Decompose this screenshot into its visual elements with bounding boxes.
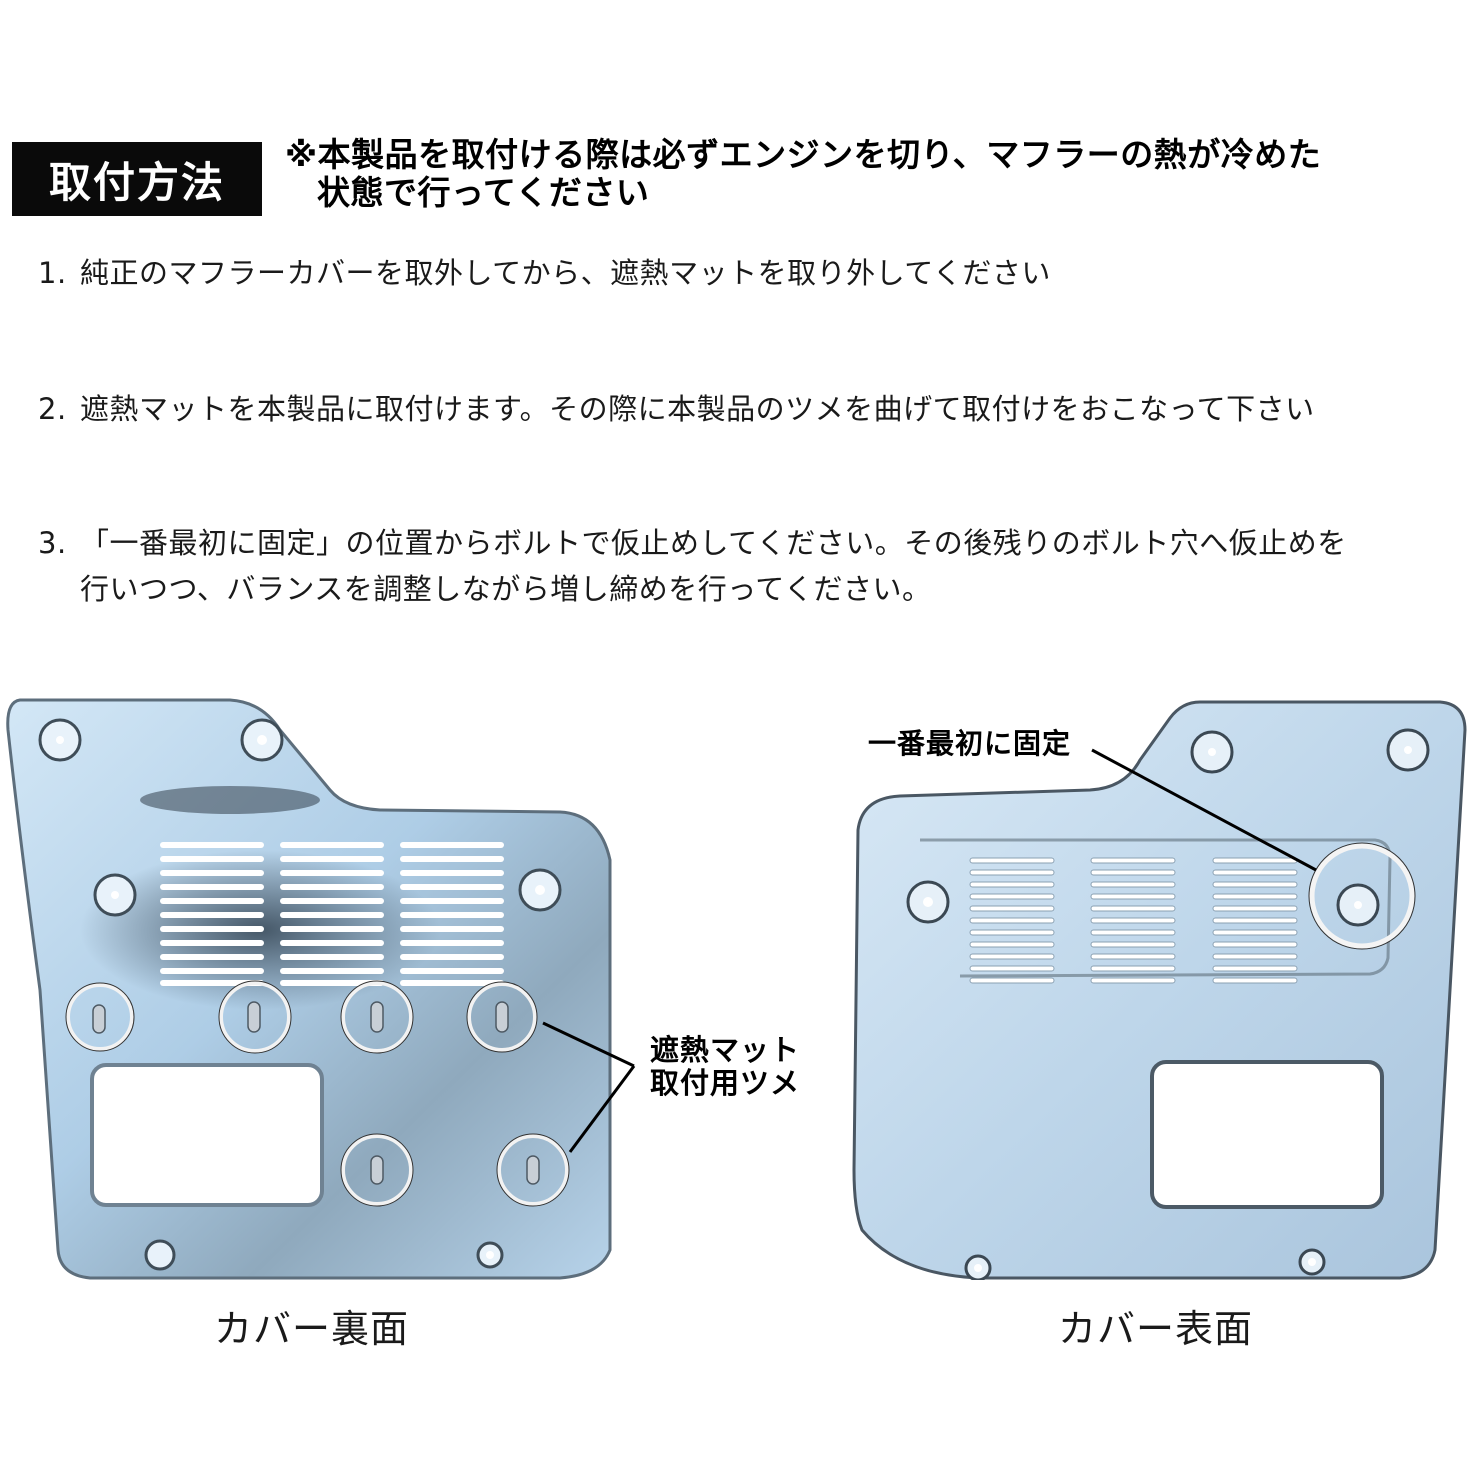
cover-back-photo: [0, 690, 640, 1280]
step-number: 1.: [38, 256, 67, 290]
step-text: 遮熱マットを本製品に取付けます。その際に本製品のツメを曲げて取付けをおこなって下…: [80, 392, 1315, 426]
callout-first-fix-label: 一番最初に固定: [868, 727, 1072, 760]
step-text-line-1: 「一番最初に固定」の位置からボルトで仮止めしてください。その後残りのボルト穴へ仮…: [80, 526, 1347, 560]
step-text-line-2: 行いつつ、バランスを調整しながら増し締めを行ってください。: [80, 572, 932, 606]
step-3: 3. 「一番最初に固定」の位置からボルトで仮止めしてください。その後残りのボルト穴…: [38, 520, 1468, 612]
section-title-badge: 取付方法: [12, 142, 262, 216]
warning-note: ※本製品を取付ける際は必ずエンジンを切り、マフラーの熱が冷めた 状態で行ってくだ…: [285, 136, 1465, 212]
cover-front-photo: [840, 690, 1472, 1280]
callout-first-fix: 一番最初に固定: [868, 727, 1072, 760]
callout-tabs-line-1: 遮熱マット: [650, 1033, 801, 1067]
step-2: 2. 遮熱マットを本製品に取付けます。その際に本製品のツメを曲げて取付けをおこなっ…: [38, 386, 1315, 432]
warning-line-1: ※本製品を取付ける際は必ずエンジンを切り、マフラーの熱が冷めた: [285, 135, 1322, 174]
step-text: 純正のマフラーカバーを取外してから、遮熱マットを取り外してください: [80, 256, 1051, 290]
callout-mat-tabs: 遮熱マット 取付用ツメ: [650, 1033, 801, 1101]
warning-line-2: 状態で行ってください: [317, 173, 650, 212]
section-title: 取付方法: [48, 157, 225, 207]
step-number: 3.: [38, 526, 67, 560]
caption-cover-back: カバー裏面: [214, 1307, 410, 1351]
callout-tabs-line-2: 取付用ツメ: [650, 1066, 801, 1101]
caption-cover-front: カバー表面: [1058, 1307, 1254, 1351]
step-number: 2.: [38, 392, 67, 426]
step-1: 1. 純正のマフラーカバーを取外してから、遮熱マットを取り外してください: [38, 250, 1051, 296]
